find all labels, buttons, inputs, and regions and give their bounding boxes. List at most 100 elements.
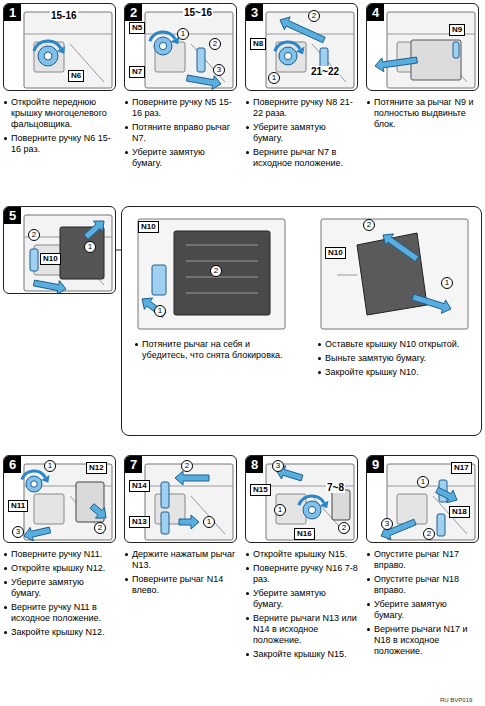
part-label: N7	[129, 66, 145, 78]
part-label: N18	[449, 506, 470, 518]
machine-line	[145, 486, 233, 487]
step-number: 7	[125, 456, 142, 473]
bullet-dot	[318, 371, 321, 374]
bullet-item: Закройте крышку N15.	[245, 649, 358, 660]
illustration-frame: 61N113N122	[3, 455, 116, 543]
bullet-item: Уберите замятую бумагу.	[124, 147, 237, 169]
part-label: N6	[68, 70, 84, 82]
callout-number: 2	[308, 10, 320, 22]
bullet-dot	[4, 567, 7, 570]
instruction-text: Держите нажатым рычаг N13.	[132, 549, 237, 571]
knob-center	[44, 52, 52, 60]
rotation-count: 7~8	[326, 482, 345, 493]
instruction-text: Поверните ручку N16 7-8 раз.	[253, 563, 358, 585]
machine-part	[453, 42, 459, 58]
machine-part	[174, 231, 270, 315]
rotation-arrow	[22, 471, 46, 480]
bullet-dot	[4, 631, 7, 634]
knob-center	[31, 481, 37, 487]
instruction-text: Уберите замятую бумагу.	[11, 577, 116, 599]
bullet-dot	[4, 553, 7, 556]
machine-line	[191, 496, 225, 534]
callout-number: 1	[274, 504, 286, 516]
bullet-dot	[246, 126, 249, 129]
instruction-text: Поверните ручку N6 15-16 раз.	[11, 133, 116, 155]
part-label: N9	[449, 24, 465, 36]
bullet-item: Уберите замятую бумагу.	[245, 122, 358, 144]
callout-number: 1	[417, 476, 429, 488]
callout-number: 2	[181, 460, 193, 472]
rotation-arrow	[299, 496, 324, 505]
instruction-text: Потяните за рычаг N9 и полностью выдвинь…	[374, 97, 479, 130]
machine-part	[266, 12, 354, 88]
bullet-item: Уберите замятую бумагу.	[366, 599, 479, 621]
instruction-text: Откройте переднюю крышку многоцелевого ф…	[11, 97, 116, 130]
instruction-text: Поверните ручку N5 15-16 раз.	[132, 97, 237, 119]
machine-part	[60, 227, 104, 279]
part-label: N14	[129, 480, 150, 492]
illustration-frame: 9N17132N18	[366, 455, 479, 543]
machine-line	[24, 34, 112, 35]
bullet-item: Потяните вправо рычаг N7.	[124, 122, 237, 144]
instruction-text: Потяните вправо рычаг N7.	[132, 122, 237, 144]
bullet-item: Держите нажатым рычаг N13.	[124, 549, 237, 571]
instruction-text: Опустите рычаг N18 вправо.	[374, 574, 479, 596]
machine-part	[197, 48, 205, 72]
rotation-count: 15~16	[183, 7, 213, 18]
part-label: N11	[8, 500, 28, 512]
machine-line	[186, 293, 258, 294]
step-number: 4	[367, 4, 384, 21]
step-number: 6	[4, 456, 21, 473]
illustration-frame: 52N101	[3, 206, 116, 294]
direction-arrow	[84, 221, 104, 239]
callout-number: 2	[209, 38, 221, 50]
bullet-dot	[246, 151, 249, 154]
step-panel: 4N9Потяните за рычаг N9 и полностью выдв…	[366, 3, 479, 130]
step-panel: 72N14N131Держите нажатым рычаг N13.Повер…	[124, 455, 237, 596]
callout-number: 2	[210, 265, 222, 277]
machine-part	[30, 249, 38, 271]
instruction-text: Откройте крышку N15.	[253, 549, 358, 560]
callout-number: 1	[441, 277, 453, 289]
bullet-item: Поверните ручку N8 21-22 раза.	[245, 97, 358, 119]
direction-arrow	[24, 527, 51, 541]
callout-number: 1	[177, 28, 189, 40]
knob-center	[284, 52, 291, 59]
cover-shape	[357, 233, 427, 315]
part-label: N8	[250, 38, 266, 50]
illustration-frame: 4N9	[366, 3, 479, 91]
rotation-arrowhead	[57, 46, 66, 54]
instruction-text: Закройте крышку N12.	[11, 627, 116, 638]
machine-part	[266, 464, 354, 540]
part-label: N12	[86, 462, 107, 474]
direction-arrow	[175, 471, 209, 485]
callout-number: 3	[381, 518, 393, 530]
bullet-item: Опустите рычаг N17 вправо.	[366, 549, 479, 571]
machine-line	[337, 275, 357, 276]
machine-part	[161, 482, 169, 508]
bullet-dot	[367, 578, 370, 581]
instruction-text: Поверните рычаг N14 влево.	[132, 574, 237, 596]
step-number: 5	[4, 207, 21, 224]
direction-arrow	[187, 75, 222, 90]
direction-arrow	[375, 57, 417, 72]
callout-box: N1012Потяните рычаг на себя и убедитесь,…	[121, 206, 482, 436]
rotation-arrowhead	[41, 475, 50, 483]
knob-symbol	[154, 37, 172, 55]
bullet-dot	[4, 581, 7, 584]
machine-part	[276, 42, 306, 72]
step-number: 9	[367, 456, 384, 473]
bullet-dot	[125, 553, 128, 556]
bullet-dot	[246, 553, 249, 556]
step-panel: 2N515~16N7123Поверните ручку N5 15-16 ра…	[124, 3, 237, 169]
callout-number: 1	[154, 305, 166, 317]
callout-number: 2	[338, 522, 350, 534]
machine-part	[161, 512, 169, 534]
machine-part	[411, 40, 461, 80]
knob-center	[159, 42, 166, 49]
machine-part	[24, 12, 112, 88]
bullet-dot	[125, 101, 128, 104]
machine-part	[34, 494, 64, 524]
bullet-dot	[318, 357, 321, 360]
